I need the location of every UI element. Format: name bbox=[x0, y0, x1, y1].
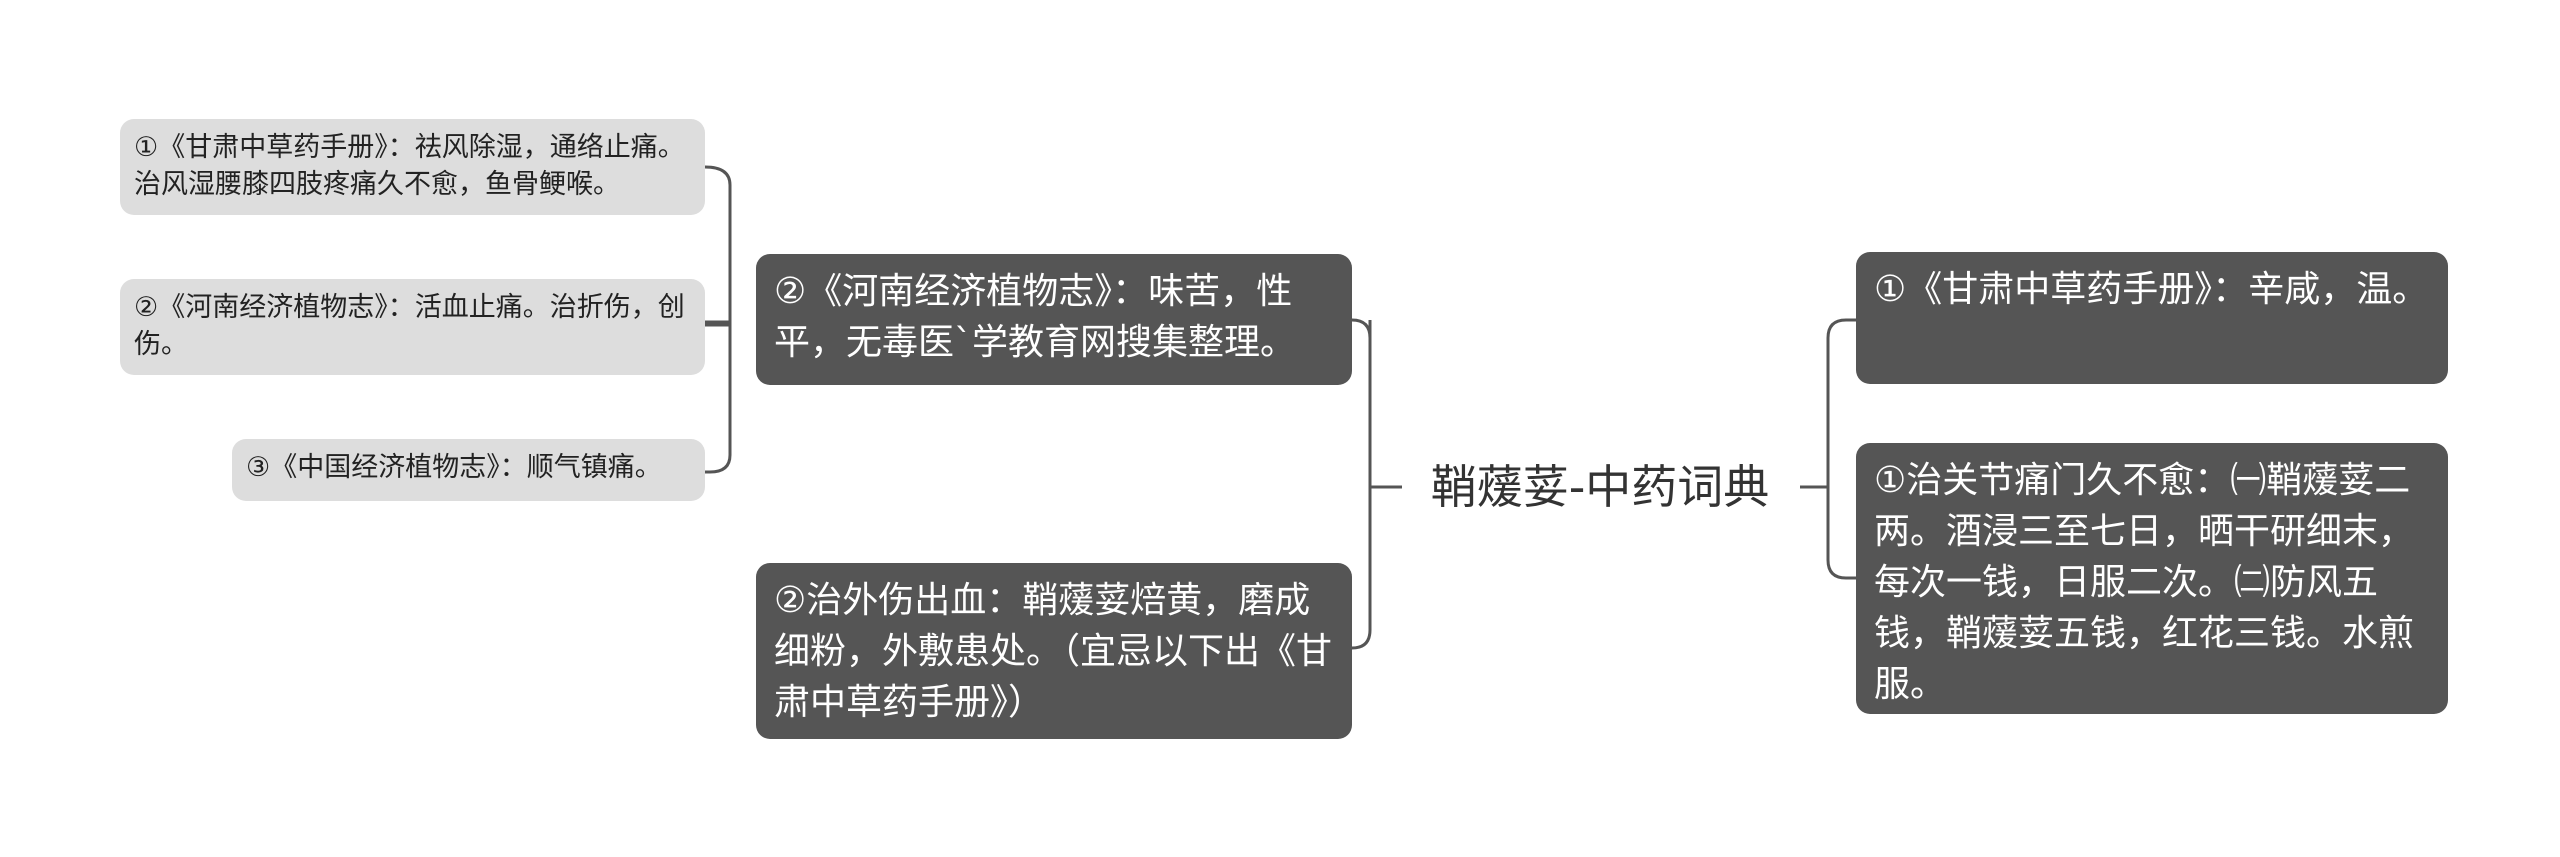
central-topic[interactable]: 鞘蕿荽-中药词典 bbox=[1430, 460, 1770, 514]
connector-leaf1 bbox=[704, 165, 732, 474]
left-branch-flavor[interactable]: ②《河南经济植物志》：味苦，性平，无毒医`学教育网搜集整理。 bbox=[756, 254, 1352, 385]
right-branch-flavor[interactable]: ①《甘肃中草药手册》：辛咸，温。 bbox=[1856, 252, 2448, 384]
left-leaf-3[interactable]: ③《中国经济植物志》：顺气镇痛。 bbox=[232, 439, 705, 501]
left-branch-remedy[interactable]: ②治外伤出血：鞘蕿荽焙黄，磨成细粉，外敷患处。（宜忌以下出《甘肃中草药手册》） bbox=[756, 563, 1352, 739]
right-branch-remedy[interactable]: ①治关节痛门久不愈：㈠鞘蕿荽二两。酒浸三至七日，晒干研细末，每次一钱，日服二次。… bbox=[1856, 443, 2448, 714]
connector-left-trunk bbox=[1351, 319, 1372, 650]
left-leaf-2[interactable]: ②《河南经济植物志》：活血止痛。治折伤，创伤。 bbox=[120, 279, 705, 375]
connector-left-to-flavor bbox=[1351, 318, 1372, 339]
left-leaf-1[interactable]: ①《甘肃中草药手册》：祛风除湿，通络止痛。治风湿腰膝四肢疼痛久不愈，鱼骨鲠喉。 bbox=[120, 119, 705, 215]
connector-right-trunk bbox=[1826, 318, 1856, 580]
